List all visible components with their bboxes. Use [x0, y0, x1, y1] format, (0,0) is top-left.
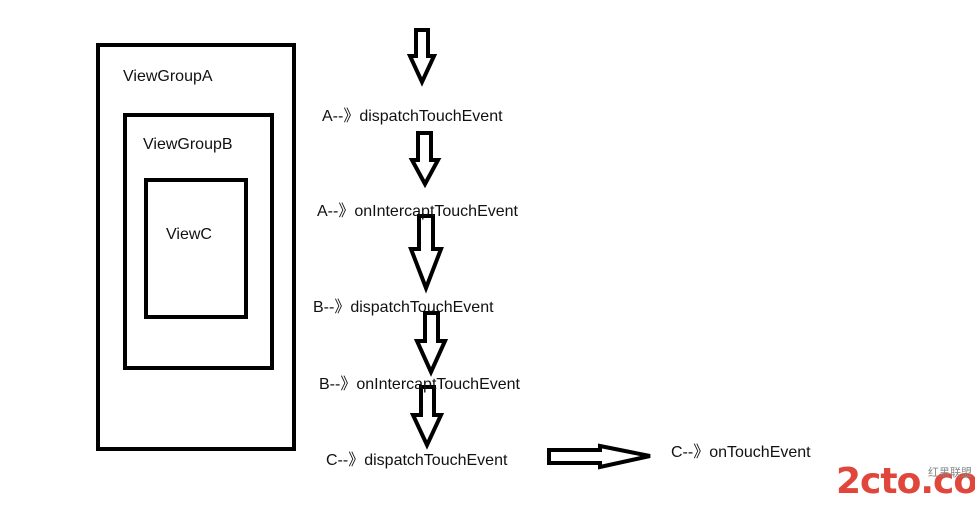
down-arrow-icon [413, 311, 449, 377]
flow-step-dispatch-c: C--》dispatchTouchEvent [326, 452, 508, 469]
viewgroup-b-label: ViewGroupB [143, 136, 233, 153]
down-arrow-icon [406, 28, 438, 87]
viewgroup-a-label: ViewGroupA [123, 68, 213, 85]
flow-step-dispatch-b: B--》dispatchTouchEvent [313, 299, 494, 316]
flow-step-touch-c: C--》onTouchEvent [671, 444, 811, 461]
flow-step-intercept-a: A--》onIntercaptTouchEvent [317, 203, 518, 220]
flow-step-intercept-b: B--》onIntercaptTouchEvent [319, 376, 520, 393]
down-arrow-icon [408, 214, 444, 294]
view-c-box [144, 178, 248, 319]
watermark-main-text: 2cto.com [836, 461, 975, 502]
watermark-logo: 2cto.com 红黑联盟 [836, 461, 975, 504]
view-c-label: ViewC [166, 226, 212, 243]
flow-step-dispatch-a: A--》dispatchTouchEvent [322, 108, 503, 125]
down-arrow-icon [408, 131, 442, 189]
watermark-sub-text: 红黑联盟 [928, 467, 972, 479]
down-arrow-icon [409, 385, 445, 450]
right-arrow-icon [547, 443, 651, 470]
